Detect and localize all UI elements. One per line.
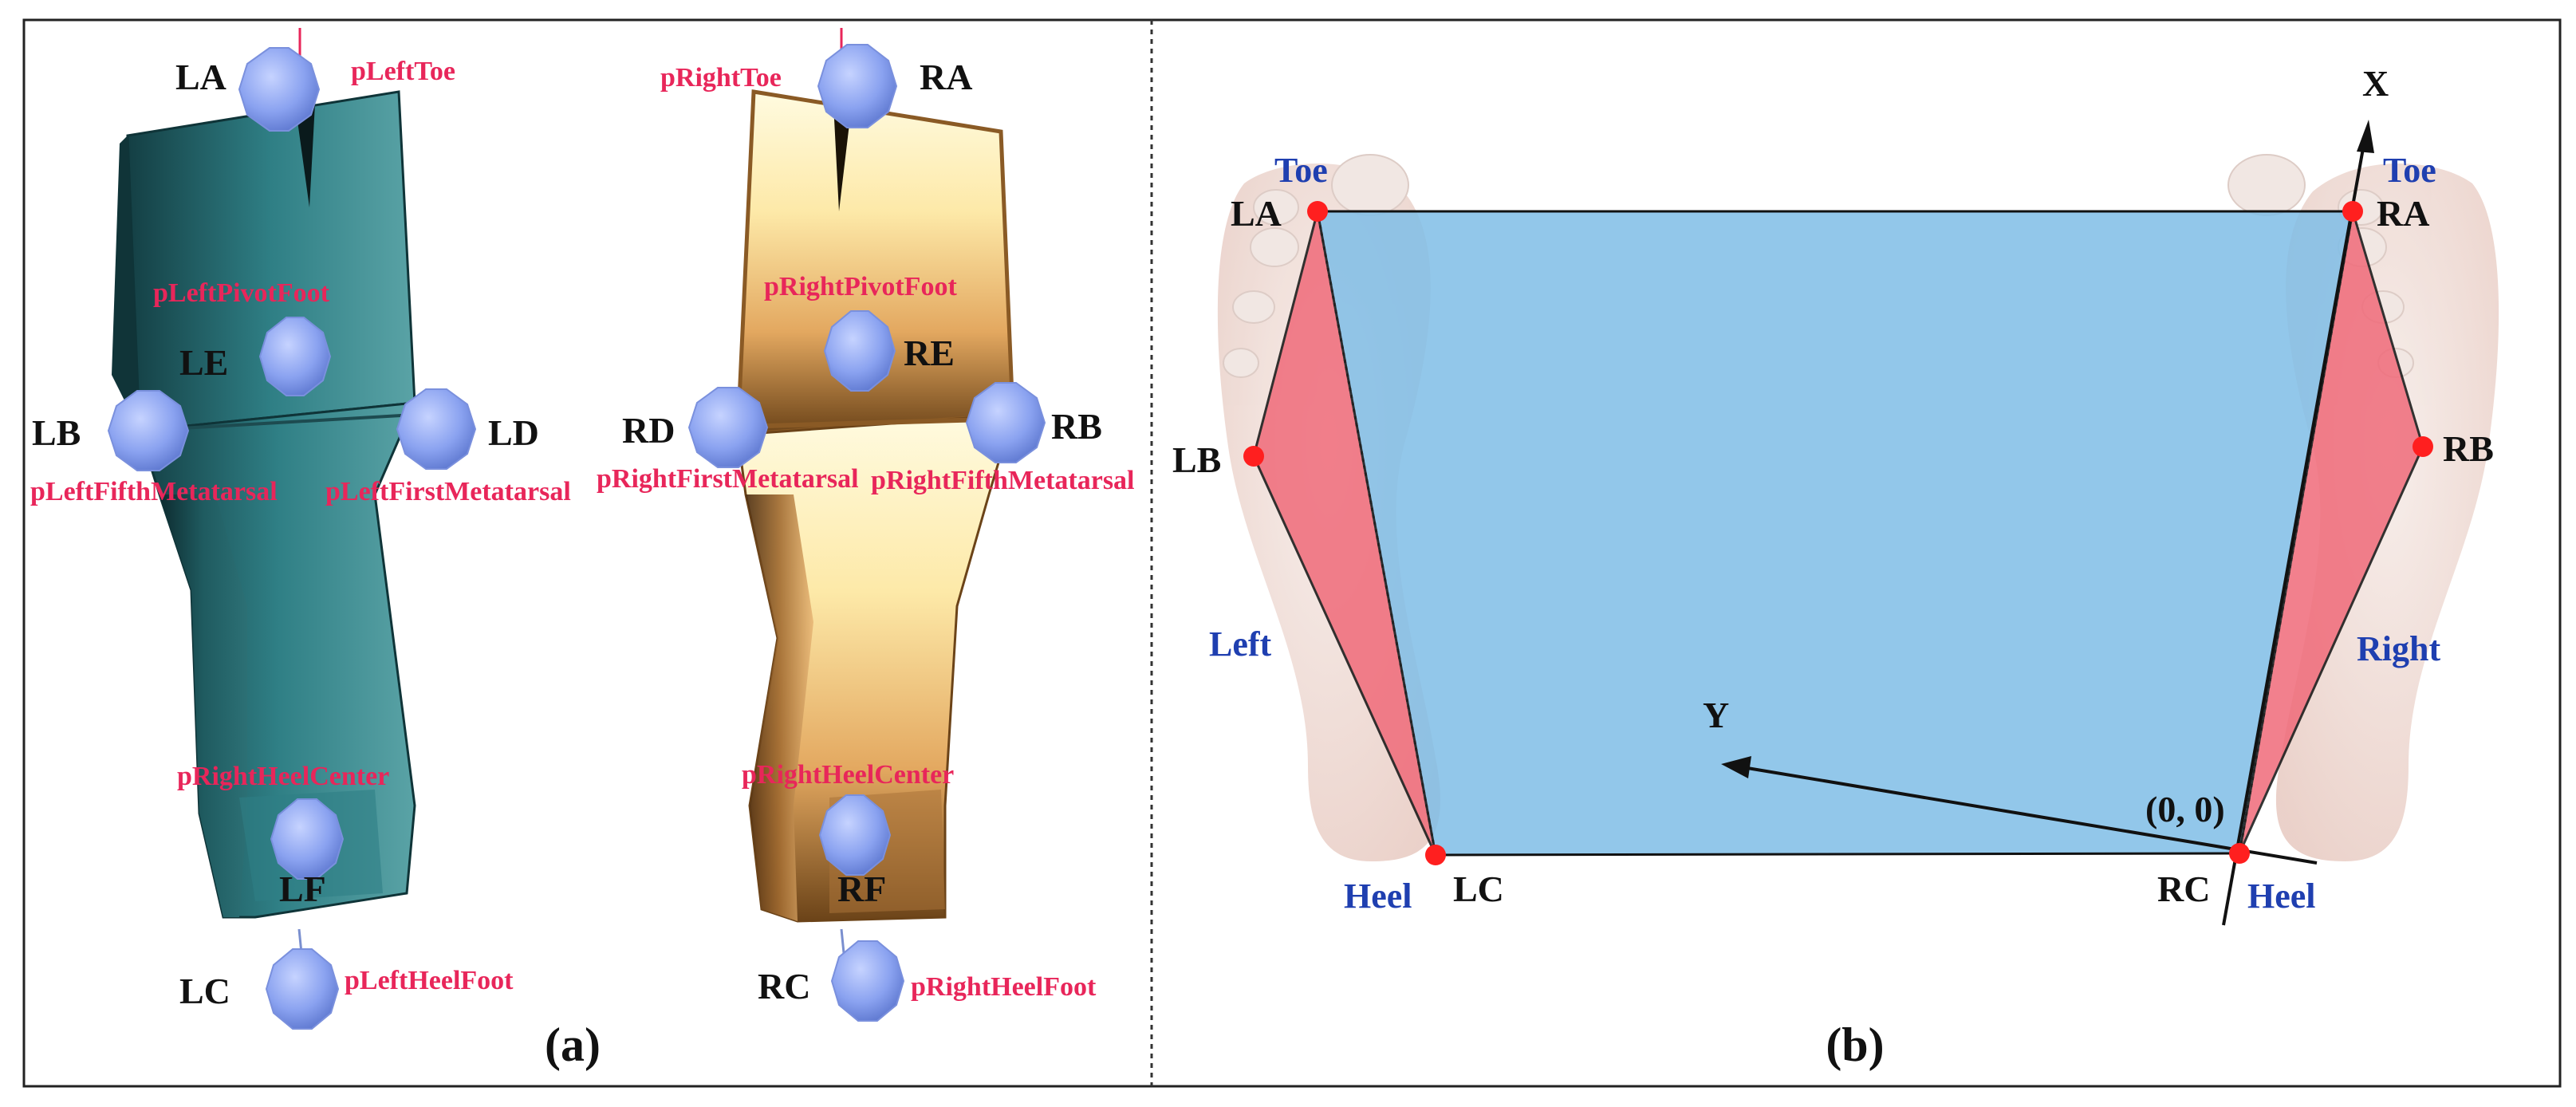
label-le: LE xyxy=(179,342,228,383)
label-b-rc: RC xyxy=(2157,869,2210,909)
point-lb xyxy=(1243,446,1264,467)
axis-y xyxy=(1721,756,2318,865)
axis-x-label: X xyxy=(2362,63,2389,104)
marker-rf xyxy=(818,794,892,876)
axis-x xyxy=(2222,120,2374,926)
name-right-heel-foot: pRightHeelFoot xyxy=(911,972,1097,1002)
name-right-heel-center: pRightHeelCenter xyxy=(742,760,954,790)
name-left-heel-foot: pLeftHeelFoot xyxy=(345,966,514,995)
caption-a: (a) xyxy=(545,1018,601,1071)
label-rb: RB xyxy=(1051,406,1102,447)
name-left-first-metatarsal: pLeftFirstMetatarsal xyxy=(325,477,571,506)
label-lb: LB xyxy=(32,412,81,453)
name-left-heel-center: pRightHeelCenter xyxy=(177,762,389,791)
label-right: Right xyxy=(2357,629,2440,668)
marker-lb xyxy=(107,390,190,471)
caption-b: (b) xyxy=(1826,1018,1884,1071)
label-ra: RA xyxy=(920,57,972,97)
point-rc xyxy=(2229,843,2250,864)
point-ra xyxy=(2342,201,2363,222)
marker-rd xyxy=(687,387,769,468)
label-b-rb: RB xyxy=(2443,428,2494,469)
marker-ld xyxy=(396,388,477,470)
name-right-first-metatarsal: pRightFirstMetatarsal xyxy=(597,464,859,494)
marker-le xyxy=(258,317,332,396)
name-left-pivot: pLeftPivotFoot xyxy=(153,278,330,308)
name-right-fifth-metatarsal: pRightFifthMetatarsal xyxy=(871,466,1135,495)
marker-re xyxy=(823,310,896,392)
label-rf: RF xyxy=(837,869,886,909)
support-region xyxy=(1318,211,2353,855)
marker-la xyxy=(238,47,321,132)
label-b-lc: LC xyxy=(1453,869,1504,909)
name-left-toe: pLeftToe xyxy=(351,57,455,86)
left-triangle xyxy=(1252,211,1437,856)
label-toe-right: Toe xyxy=(2383,151,2436,190)
label-la: LA xyxy=(175,57,226,97)
bottom-edge xyxy=(1435,852,2240,857)
label-heel-left: Heel xyxy=(1344,877,1412,916)
name-left-fifth-metatarsal: pLeftFifthMetatarsal xyxy=(30,477,278,506)
marker-ra xyxy=(817,44,898,128)
label-heel-right: Heel xyxy=(2247,877,2316,916)
marker-lc xyxy=(265,948,340,1030)
panel-a-markers xyxy=(107,44,1046,1030)
label-b-la: LA xyxy=(1231,193,1282,234)
name-right-toe: pRightToe xyxy=(660,63,782,93)
point-rb xyxy=(2413,436,2433,457)
label-lf: LF xyxy=(279,869,326,909)
name-right-pivot: pRightPivotFoot xyxy=(764,272,957,301)
label-toe-left: Toe xyxy=(1274,151,1328,190)
label-rd: RD xyxy=(622,410,675,451)
marker-rb xyxy=(965,382,1046,463)
label-lc: LC xyxy=(179,971,230,1011)
label-b-lb: LB xyxy=(1172,439,1221,480)
marker-lf xyxy=(270,798,345,880)
panel-b: LA LB LC RA RB RC Toe Toe Heel Heel Left… xyxy=(1172,63,2499,1071)
label-b-ra: RA xyxy=(2377,193,2429,234)
label-re: RE xyxy=(904,333,955,373)
point-la xyxy=(1307,201,1328,222)
figure-frame xyxy=(22,18,2562,1088)
label-left: Left xyxy=(1209,624,1272,664)
label-ld: LD xyxy=(488,412,539,453)
point-lc xyxy=(1425,845,1446,865)
origin-label: (0, 0) xyxy=(2145,789,2225,829)
label-rc: RC xyxy=(758,966,810,1007)
marker-rc xyxy=(830,940,905,1022)
axis-y-label: Y xyxy=(1703,695,1729,735)
panel-a: LA LE LB LD LF LC RA RE RD RB RF RC pLef… xyxy=(30,28,1135,1071)
